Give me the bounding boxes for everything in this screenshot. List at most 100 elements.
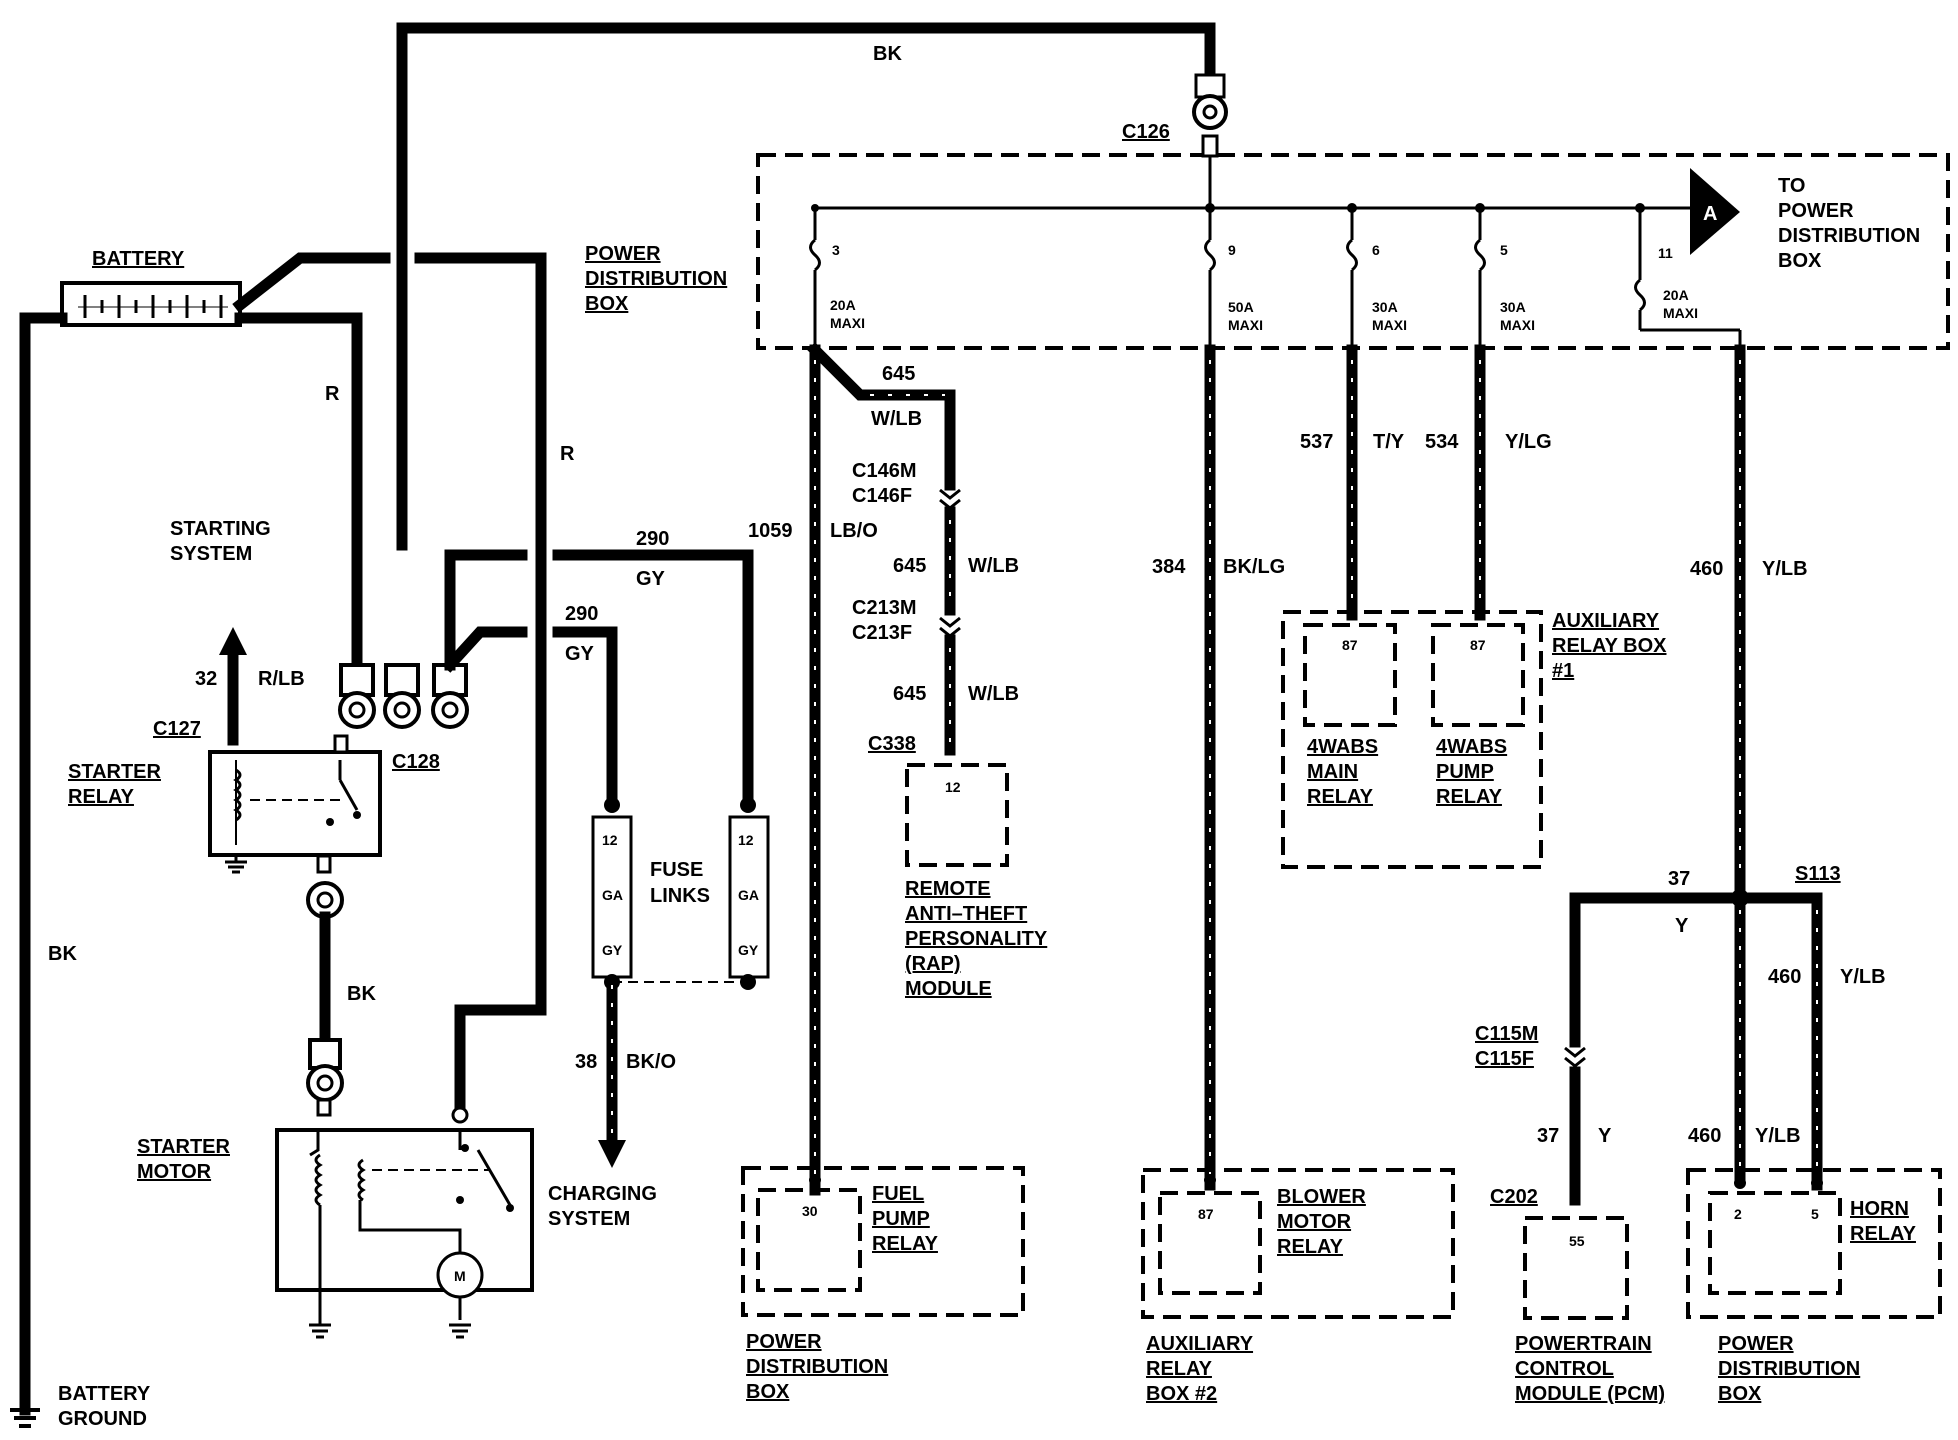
svg-text:12: 12 — [738, 832, 754, 848]
starting-system-line1: STARTING — [170, 518, 271, 540]
fuse-3-num: 3 — [832, 242, 840, 258]
fuse-links-line2: LINKS — [650, 885, 710, 907]
w37-y-label: Y — [1675, 915, 1689, 937]
fuse-link-right — [728, 815, 770, 979]
c115-line1: C115M — [1475, 1023, 1538, 1045]
connector-a-icon — [1690, 168, 1740, 255]
aux-relay-box2-line3: BOX #2 — [1146, 1383, 1217, 1405]
w537-label: 537 — [1300, 431, 1333, 453]
horn-relay-line2: RELAY — [1850, 1223, 1917, 1245]
pcm-line1: POWERTRAIN — [1515, 1333, 1652, 1355]
to-pdb-line2: POWER — [1778, 200, 1854, 222]
w534-label: 534 — [1425, 431, 1459, 453]
pcm-pin-label: 55 — [1569, 1233, 1585, 1249]
fuse-9-rating: 50A — [1228, 299, 1254, 315]
w460-mid-label: 460 — [1768, 966, 1801, 988]
pdb-bottom-line1: POWER — [746, 1331, 822, 1353]
pdb-horn-line3: BOX — [1718, 1383, 1762, 1405]
aux-relay-box1-line1: AUXILIARY — [1552, 610, 1660, 632]
abs-main-line2: MAIN — [1307, 761, 1358, 783]
fuse-3-rating: 20A — [830, 297, 856, 313]
rap-line5: MODULE — [905, 978, 992, 1000]
r-mid-label: R — [560, 443, 575, 465]
charging-system-line2: SYSTEM — [548, 1208, 630, 1230]
w537-color-label: T/Y — [1373, 431, 1405, 453]
abs-pump-relay-box — [1431, 623, 1525, 727]
blower-relay-line2: MOTOR — [1277, 1211, 1352, 1233]
pdb-label-line3: BOX — [585, 293, 629, 315]
c338-label: C338 — [868, 733, 916, 755]
bk-main-wire — [396, 22, 1216, 551]
battery-positive-r-wire — [234, 312, 363, 681]
pdb-label-line2: DISTRIBUTION — [585, 268, 727, 290]
horn-relay-box — [1708, 1191, 1842, 1295]
to-pdb-line4: BOX — [1778, 250, 1822, 272]
pcm-line3: MODULE (PCM) — [1515, 1383, 1665, 1405]
battery-ground-line2: GROUND — [58, 1408, 147, 1430]
battery-ground-line1: BATTERY — [58, 1383, 151, 1405]
blower-pin-label: 87 — [1198, 1206, 1214, 1222]
fuel-pin-label: 30 — [802, 1203, 818, 1219]
to-pdb-line3: DISTRIBUTION — [1778, 225, 1920, 247]
relay-pin-87a: 87 — [1342, 637, 1358, 653]
battery-icon — [60, 281, 242, 327]
rap-module-box — [905, 763, 1009, 867]
w384-label: 384 — [1152, 556, 1186, 578]
horn-pin5-label: 5 — [1811, 1206, 1819, 1222]
blower-relay-line1: BLOWER — [1277, 1186, 1366, 1208]
starter-motor-line2: MOTOR — [137, 1161, 212, 1183]
to-pdb-line1: TO — [1778, 175, 1805, 197]
rap-line3: PERSONALITY — [905, 928, 1048, 950]
abs-main-line3: RELAY — [1307, 786, 1374, 808]
aux-relay-box1-line3: #1 — [1552, 660, 1574, 682]
w534-color-label: Y/LG — [1505, 431, 1552, 453]
fuse-6-rating: 30A — [1372, 299, 1398, 315]
rap-line1: REMOTE — [905, 878, 991, 900]
wire-290-a — [444, 549, 528, 671]
abs-pump-line1: 4WABS — [1436, 736, 1507, 758]
wire-38-arrow-icon — [598, 1140, 626, 1168]
w645-top-color: W/LB — [871, 408, 922, 430]
aux-relay-box2-outline — [1141, 1168, 1455, 1319]
gy-a-label: GY — [636, 568, 666, 590]
w37-low-label: 37 — [1537, 1125, 1559, 1147]
c213-line2: C213F — [852, 622, 912, 644]
w645-mid-label: 645 — [893, 555, 926, 577]
starter-relay-line1: STARTER — [68, 761, 162, 783]
fuse-11-type: MAXI — [1663, 305, 1698, 321]
fuel-pump-relay-box — [756, 1188, 862, 1292]
fuse-9-type: MAXI — [1228, 317, 1263, 333]
fuse-5-rating: 30A — [1500, 299, 1526, 315]
r-left-label: R — [325, 383, 340, 405]
w37-top-label: 37 — [1668, 868, 1690, 890]
wire-460-horn — [1734, 892, 1823, 1191]
starter-motor-ground-icon-left — [309, 1290, 331, 1339]
battery-label: BATTERY — [92, 248, 185, 270]
w290-b-label: 290 — [565, 603, 598, 625]
abs-pump-line2: PUMP — [1436, 761, 1494, 783]
fuel-pump-relay-line2: PUMP — [872, 1208, 930, 1230]
svg-text:GY: GY — [738, 942, 759, 958]
w460-low-color: Y/LB — [1755, 1125, 1801, 1147]
fuse-6-type: MAXI — [1372, 317, 1407, 333]
bk-starter-label: BK — [347, 983, 376, 1005]
w460-mid-color: Y/LB — [1840, 966, 1886, 988]
aux-relay-box2-line1: AUXILIARY — [1146, 1333, 1254, 1355]
w38-label: 38 — [575, 1051, 597, 1073]
svg-text:GA: GA — [738, 887, 759, 903]
battery-ground-wire — [19, 312, 68, 1416]
fuse-3-type: MAXI — [830, 315, 865, 331]
starter-relay-ground-icon — [225, 855, 247, 874]
fuse-5-type: MAXI — [1500, 317, 1535, 333]
svg-text:12: 12 — [602, 832, 618, 848]
pdb-horn-line1: POWER — [1718, 1333, 1794, 1355]
c115-line2: C115F — [1475, 1048, 1534, 1070]
c127-label: C127 — [153, 718, 201, 740]
starter-motor-box — [275, 1128, 534, 1292]
pdb-label-line1: POWER — [585, 243, 661, 265]
abs-pump-line3: RELAY — [1436, 786, 1503, 808]
w645-low-label: 645 — [893, 683, 926, 705]
w460-top-label: 460 — [1690, 558, 1723, 580]
fuel-pump-relay-line3: RELAY — [872, 1233, 939, 1255]
